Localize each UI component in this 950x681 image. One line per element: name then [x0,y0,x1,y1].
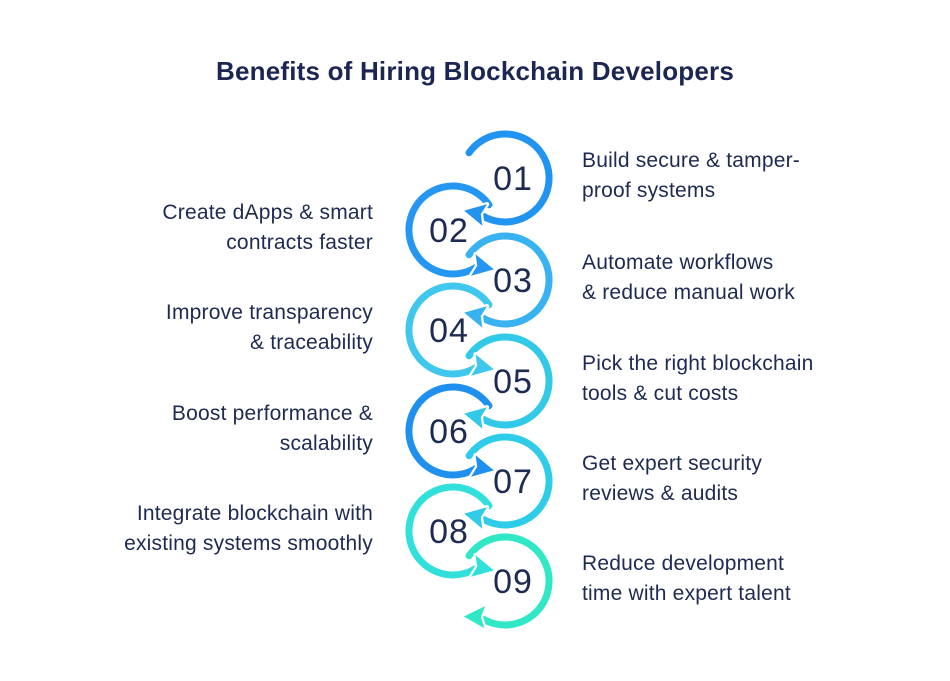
circle-arc [405,182,493,278]
step-circle-03 [460,227,558,333]
step-number: 01 [493,160,533,198]
benefit-label-06: Boost performance & scalability [171,402,373,455]
circle-arc [465,232,553,328]
step-number: 03 [493,262,533,300]
step-circle-01 [460,125,558,231]
arrowhead-icon [468,351,497,378]
benefit-label-05: Pick the right blockchain tools & cut co… [582,352,814,405]
arrowhead-icon [461,304,490,331]
step-circle-04 [400,277,498,383]
benefit-label-01: Build secure & tamper- proof systems [582,149,800,202]
step-circle-08 [400,478,498,584]
page-title: Benefits of Hiring Blockchain Developers [215,56,734,86]
benefit-label-02: Create dApps & smart contracts faster [162,201,373,254]
benefit-label-07: Get expert security reviews & audits [582,452,763,505]
step-number: 02 [429,212,469,250]
step-numbers: 01 02 03 04 05 06 07 08 09 [429,160,533,601]
arrowhead-icon [468,251,497,278]
circle-arc [465,533,553,629]
step-circle-09 [460,528,558,634]
step-circle-07 [460,428,558,534]
arrowhead-icon [468,552,497,579]
arrowhead-icon [461,505,490,532]
arrowhead-icon [468,452,497,479]
step-number: 05 [493,363,533,401]
benefit-label-04: Improve transparency & traceability [165,301,373,354]
circle-arc [465,333,553,429]
arrowhead-icon [461,202,490,229]
step-number: 06 [429,413,469,451]
circle-arc [465,130,553,226]
step-number: 09 [493,563,533,601]
arrowhead-icon [461,405,490,432]
step-circle-02 [400,177,498,283]
step-circle-06 [400,378,498,484]
circle-arc [405,483,493,579]
circle-arc [405,282,493,378]
benefit-label-08: Integrate blockchain with existing syste… [124,502,373,555]
benefit-label-03: Automate workflows & reduce manual work [582,251,795,304]
circle-arc [405,383,493,479]
benefit-label-09: Reduce development time with expert tale… [582,552,791,605]
arrowhead-icon [461,603,488,631]
step-number: 07 [493,463,533,501]
circle-arc [465,433,553,529]
step-number: 08 [429,513,469,551]
step-circle-05 [460,328,558,434]
step-number: 04 [429,312,469,350]
